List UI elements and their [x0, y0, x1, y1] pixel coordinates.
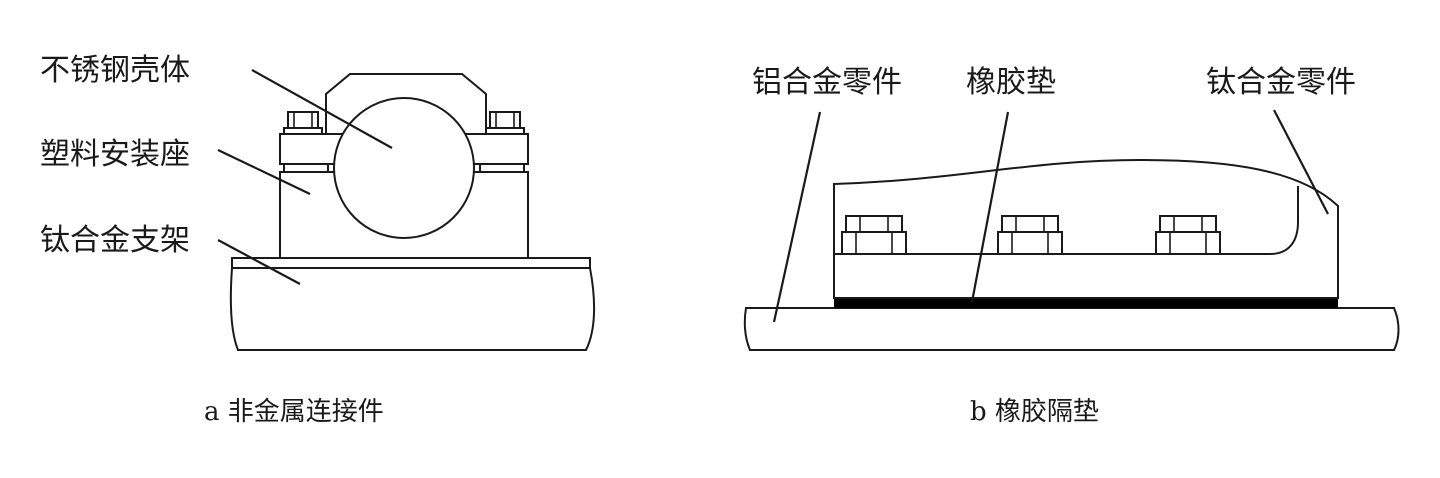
titanium-recess [834, 186, 1299, 255]
bolt-right [485, 111, 525, 135]
leader-seat [217, 149, 311, 195]
bolt-2 [997, 215, 1063, 255]
caption-b: b 橡胶隔垫 [970, 397, 1099, 427]
rubber-pad [834, 298, 1338, 308]
titanium-bracket [229, 257, 596, 351]
bolt-left [283, 111, 323, 135]
titanium-part [833, 158, 1339, 299]
caption-a: a 非金属连接件 [204, 397, 384, 427]
label-aluminum-part: 铝合金零件 [752, 65, 902, 100]
leader-aluminum [772, 111, 822, 323]
label-rubber-pad: 橡胶垫 [966, 65, 1056, 100]
pipe [333, 97, 475, 239]
label-stainless-shell: 不锈钢壳体 [40, 53, 190, 88]
bolt-3 [1155, 215, 1221, 255]
seat-gap-left [283, 163, 329, 173]
leader-rubber [970, 111, 1010, 303]
label-titanium-bracket: 钛合金支架 [40, 223, 190, 258]
leader-shell [251, 69, 393, 149]
label-plastic-seat: 塑料安装座 [40, 137, 190, 172]
bolt-1 [841, 215, 907, 255]
figure-a: 不锈钢壳体 塑料安装座 钛合金支架 a 非金属连接件 [40, 53, 596, 427]
leader-titanium [1273, 109, 1329, 215]
seat-gap-right [479, 163, 525, 173]
aluminum-part [743, 307, 1400, 351]
figure-b: 铝合金零件 橡胶垫 钛合金零件 b 橡胶隔垫 [743, 65, 1400, 427]
label-titanium-part: 钛合金零件 [1206, 65, 1356, 100]
leader-bracket [217, 239, 301, 285]
